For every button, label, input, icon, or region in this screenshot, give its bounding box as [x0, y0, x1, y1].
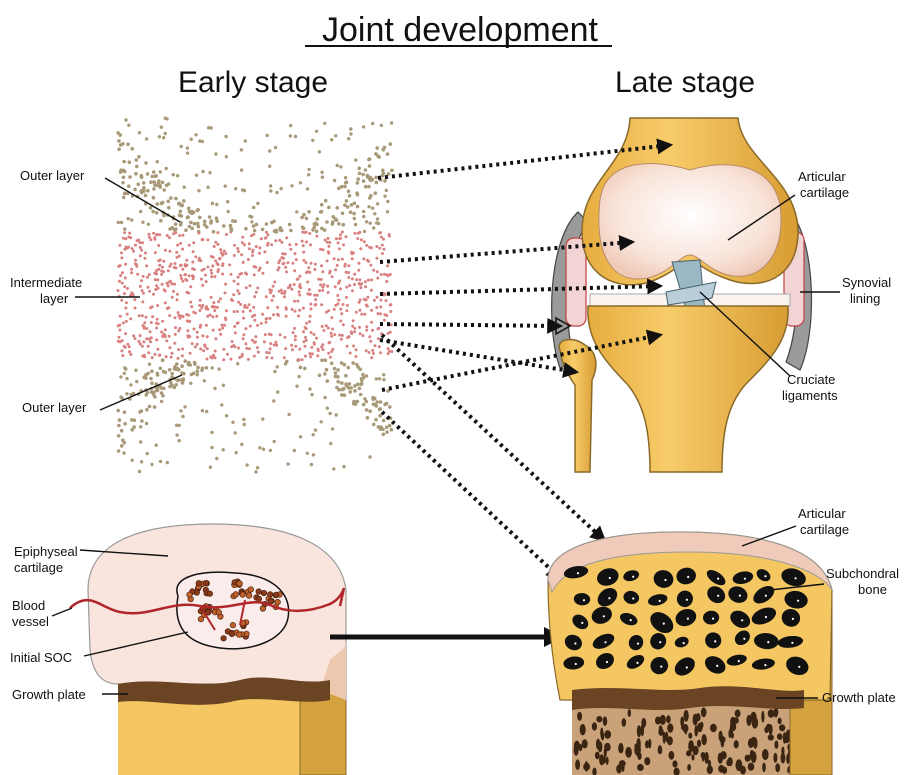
- label-synovial-1: Synovial: [842, 275, 891, 290]
- label-articular-bottom-2: cartilage: [800, 522, 849, 537]
- label-growth-plate-left: Growth plate: [12, 687, 86, 702]
- label-growth-plate-right: Growth plate: [822, 690, 896, 705]
- label-articular-bottom-1: Articular: [798, 506, 846, 521]
- early-stage-heading: Early stage: [178, 66, 328, 99]
- label-articular-1: Articular: [798, 169, 846, 184]
- label-initial-soc: Initial SOC: [10, 650, 72, 665]
- arrow-intermediate-to-joint: [380, 286, 660, 294]
- label-intermediate-2: layer: [40, 291, 69, 306]
- label-outer-layer-top: Outer layer: [20, 168, 85, 183]
- label-intermediate-1: Intermediate: [10, 275, 82, 290]
- late-epiphysis-illustration: [548, 532, 832, 775]
- label-cruciate-2: ligaments: [782, 388, 838, 403]
- knee-illustration: [552, 118, 812, 472]
- label-articular-2: cartilage: [800, 185, 849, 200]
- leader-blood-vessel: [52, 608, 72, 616]
- early-stage-cell-field: [116, 117, 393, 474]
- label-epiphyseal-2: cartilage: [14, 560, 63, 575]
- arrow-to-subchondral: [382, 412, 560, 578]
- label-blood-1: Blood: [12, 598, 45, 613]
- leader-outer-layer-bottom: [100, 375, 182, 410]
- label-subchondral-2: bone: [858, 582, 887, 597]
- label-subchondral-1: Subchondral: [826, 566, 899, 581]
- label-synovial-2: lining: [850, 291, 880, 306]
- label-blood-2: vessel: [12, 614, 49, 629]
- label-cruciate-1: Cruciate: [787, 372, 835, 387]
- page-title: Joint development: [322, 11, 599, 49]
- arrow-intermediate-to-synovium: [380, 324, 560, 326]
- label-epiphyseal-1: Epiphyseal: [14, 544, 78, 559]
- late-stage-heading: Late stage: [615, 66, 755, 99]
- label-outer-layer-bottom: Outer layer: [22, 400, 87, 415]
